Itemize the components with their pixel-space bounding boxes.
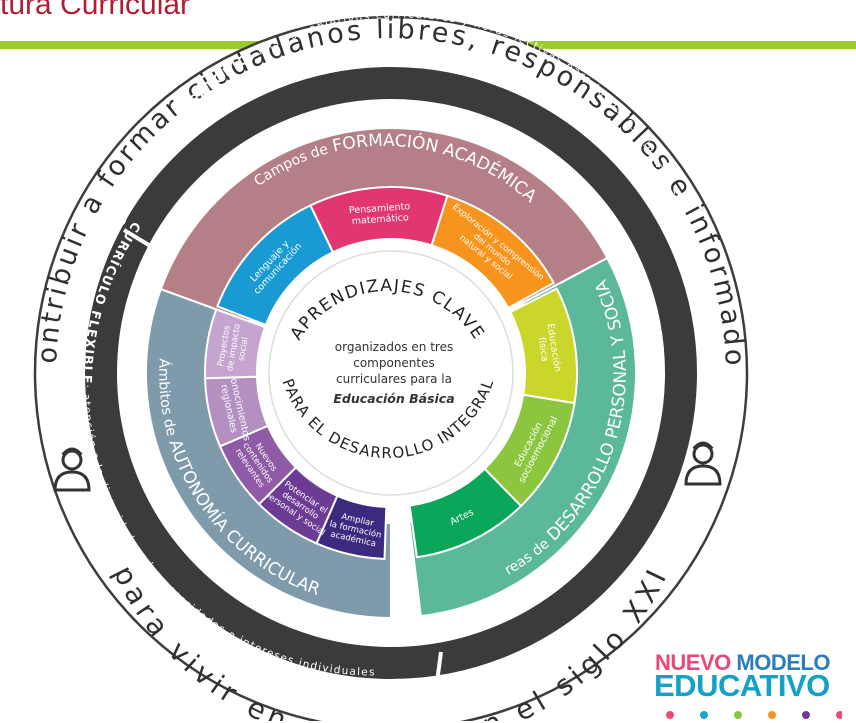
center-text-line-2: componentes <box>353 356 435 370</box>
autonomia-segment-label-5: Proyectosde impactosocial <box>216 322 253 374</box>
person-icon-left <box>53 447 91 492</box>
formacion-segment-label-2: Pensamientomatemático <box>349 201 412 227</box>
desarrollo-segment-label-1: Educaciónfísica <box>534 323 563 375</box>
slide-title: tura Curricular <box>0 0 191 21</box>
logo-dot <box>802 711 810 719</box>
dark-curriculum-ring <box>85 67 697 683</box>
logo-dot <box>666 711 674 719</box>
center-circle <box>257 239 525 507</box>
logo-dot <box>700 711 708 719</box>
autonomia-segment-label-1: Ampliarla formaciónacadémica <box>326 510 384 551</box>
logo-dot <box>734 711 742 719</box>
logo-word-modelo: MODELO <box>736 650 830 675</box>
person-icon-right <box>684 441 722 486</box>
logo-dot <box>768 711 776 719</box>
center-text-line-1: organizados en tres <box>335 340 453 354</box>
center-text-emphasis: Educación Básica <box>333 391 454 406</box>
logo-word-educativo: EDUCATIVO <box>654 668 830 703</box>
logo-dots <box>666 711 842 719</box>
logo-word-nuevo: NUEVO <box>655 650 731 675</box>
logo-dot <box>836 711 842 719</box>
center-text-line-3: curriculares para la <box>336 372 452 386</box>
